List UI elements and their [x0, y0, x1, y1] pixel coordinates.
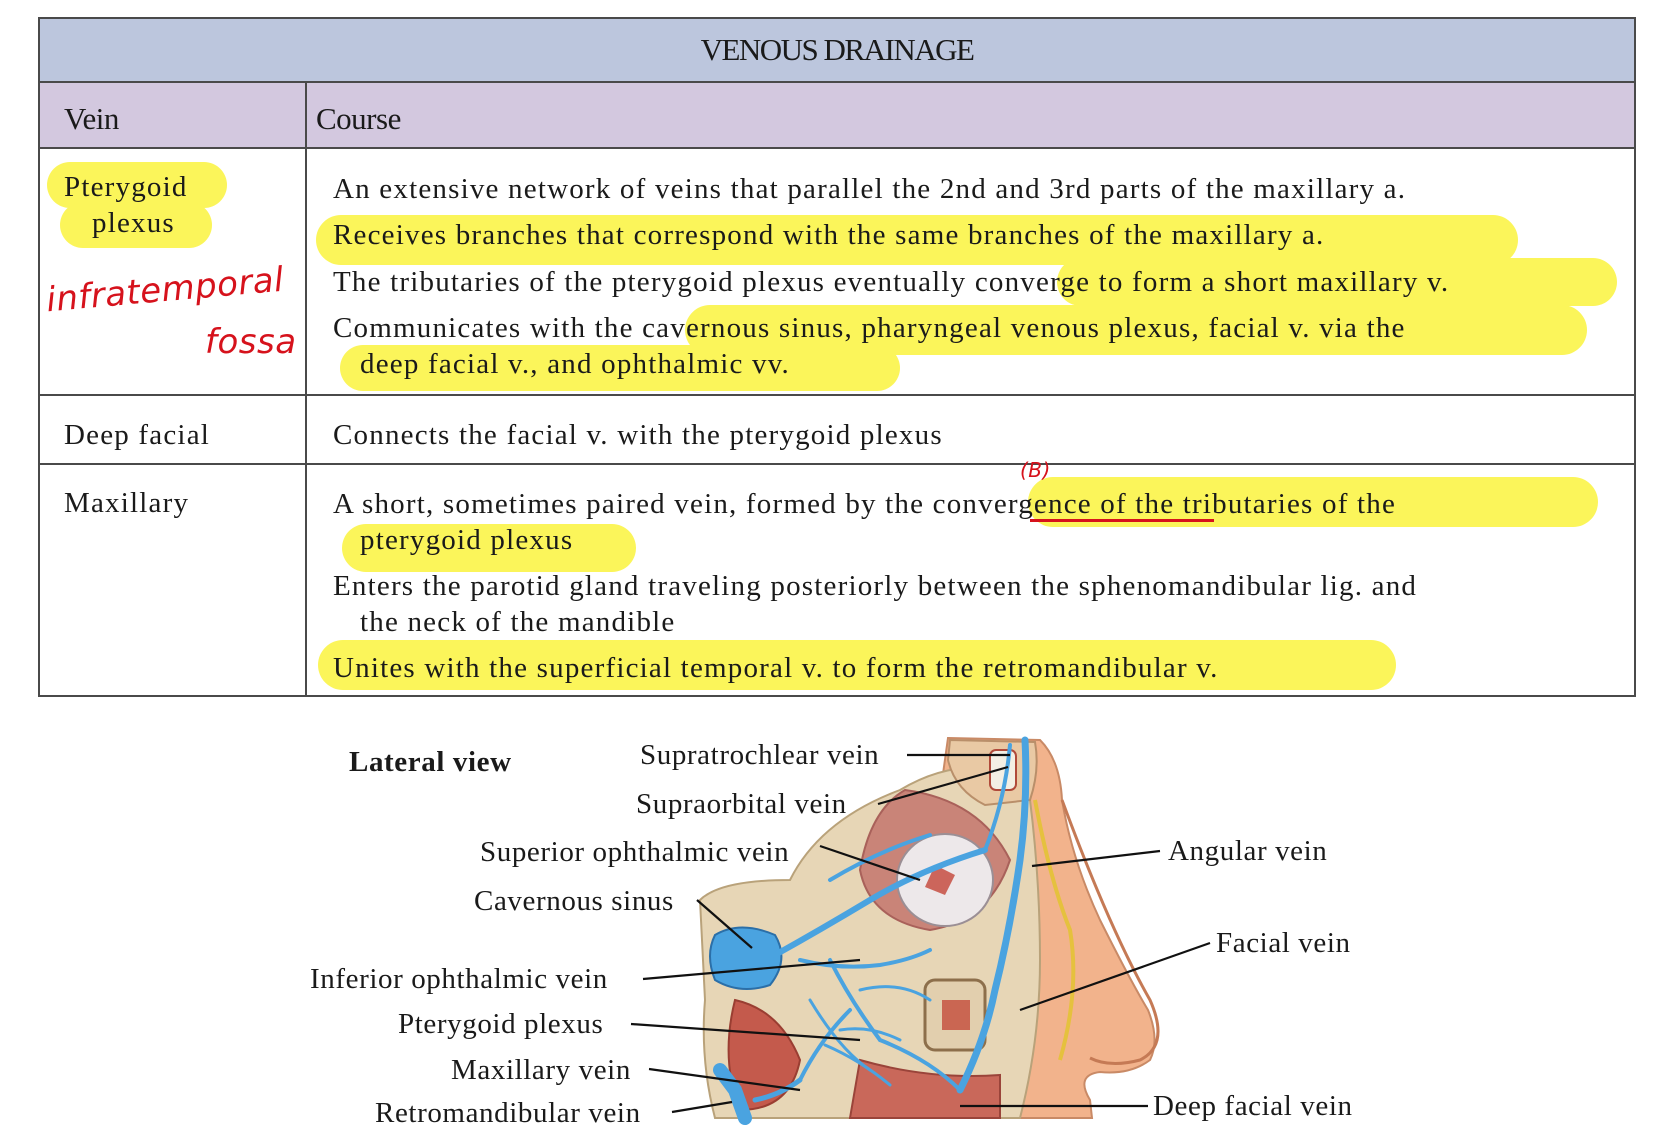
- vein-deep-facial: Deep facial: [64, 419, 211, 451]
- highlight: [1057, 258, 1617, 306]
- label-retromandibular-vein: Retromandibular vein: [375, 1097, 641, 1129]
- table-title: VENOUS DRAINAGE: [40, 19, 1634, 83]
- figure-view-label: Lateral view: [349, 746, 512, 778]
- table-title-text: VENOUS DRAINAGE: [700, 32, 975, 67]
- label-cavernous-sinus: Cavernous sinus: [474, 885, 674, 917]
- course-line: An extensive network of veins that paral…: [333, 173, 1407, 205]
- label-supraorbital-vein: Supraorbital vein: [636, 788, 847, 820]
- course-line: The tributaries of the pterygoid plexus …: [333, 266, 1450, 298]
- label-superior-ophthalmic-vein: Superior ophthalmic vein: [480, 836, 790, 868]
- course-line: Connects the facial v. with the pterygoi…: [333, 419, 943, 451]
- label-inferior-ophthalmic-vein: Inferior ophthalmic vein: [310, 963, 608, 995]
- label-angular-vein: Angular vein: [1168, 835, 1328, 867]
- header-course: Course: [316, 101, 401, 136]
- vein-pterygoid-line1: Pterygoid: [64, 171, 188, 203]
- label-maxillary-vein: Maxillary vein: [451, 1054, 631, 1086]
- course-line: pterygoid plexus: [360, 524, 574, 556]
- highlight: [60, 202, 212, 248]
- label-pterygoid-plexus: Pterygoid plexus: [398, 1008, 604, 1040]
- header-vein: Vein: [64, 101, 119, 136]
- course-line: Enters the parotid gland traveling poste…: [333, 570, 1418, 602]
- vein-pterygoid-line2: plexus: [92, 207, 175, 239]
- highlight: [316, 215, 1518, 265]
- red-underline: [1030, 519, 1214, 522]
- highlight: [340, 345, 900, 391]
- label-facial-vein: Facial vein: [1216, 927, 1351, 959]
- highlight: [1028, 477, 1598, 527]
- course-line: Communicates with the cavernous sinus, p…: [333, 312, 1406, 344]
- highlight: [47, 162, 227, 208]
- label-supratrochlear-vein: Supratrochlear vein: [640, 739, 880, 771]
- highlight: [318, 640, 1396, 690]
- handwritten-note: fossa: [205, 322, 297, 362]
- column-divider: [305, 83, 307, 697]
- label-deep-facial-vein: Deep facial vein: [1153, 1090, 1353, 1122]
- row-divider: [40, 463, 1634, 465]
- course-line: the neck of the mandible: [360, 606, 676, 638]
- course-line: A short, sometimes paired vein, formed b…: [333, 488, 1397, 520]
- vein-maxillary: Maxillary: [64, 487, 190, 519]
- venous-drainage-table: VENOUS DRAINAGE Vein Course: [38, 17, 1636, 697]
- row-divider: [40, 394, 1634, 396]
- course-line: Receives branches that correspond with t…: [333, 219, 1325, 251]
- handwritten-mark: (B): [1020, 458, 1051, 482]
- table-header-row: Vein Course: [40, 83, 1634, 149]
- course-line: Unites with the superficial temporal v. …: [333, 652, 1219, 684]
- course-line: deep facial v., and ophthalmic vv.: [360, 348, 791, 380]
- highlight: [342, 524, 636, 572]
